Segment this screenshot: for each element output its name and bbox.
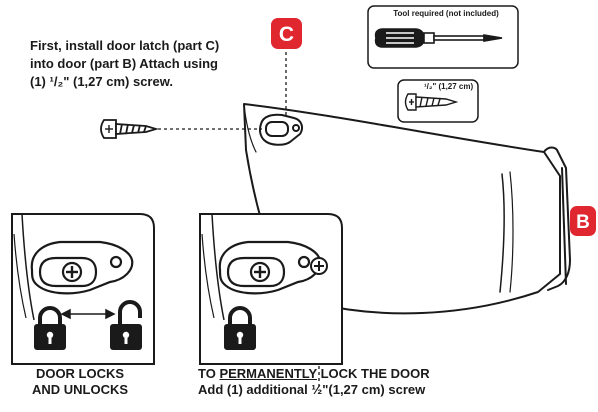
inset-permanent-lock <box>199 213 343 365</box>
part-b-label: B <box>576 212 590 233</box>
permanent-emphasis: PERMANENTLY <box>219 366 317 381</box>
part-c-label: C <box>279 23 294 46</box>
padlock-unlocked-icon <box>110 300 142 350</box>
lock-unlock-caption: DOOR LOCKS AND UNLOCKS <box>10 366 150 398</box>
screw-icon <box>100 119 160 139</box>
permanent-caption-line-2: Add (1) additional ½"(1,27 cm) screw <box>198 382 426 397</box>
part-b-badge: B <box>570 206 596 236</box>
additional-screw-icon <box>310 257 328 275</box>
lock-caption-line-2: AND UNLOCKS <box>31 382 129 397</box>
tool-required-box <box>367 5 519 69</box>
permanent-caption-line-1: TO PERMANENTLY LOCK THE DOOR <box>198 366 430 382</box>
permanent-suffix: LOCK THE DOOR <box>316 366 430 381</box>
permanent-prefix: TO <box>198 366 220 381</box>
inset-lock-unlock <box>11 213 155 365</box>
lock-caption-line-1: DOOR LOCKS <box>35 366 125 381</box>
padlock-locked-icon <box>224 306 256 350</box>
door-latch-installed <box>259 113 303 146</box>
screw-size-caption: ¹/₂" (1,27 cm) <box>424 82 474 91</box>
part-c-badge: C <box>271 18 302 49</box>
tool-required-caption: Tool required (not included) <box>393 9 499 18</box>
instruction-line-1: First, install door latch (part C) <box>30 38 220 53</box>
screw-spec-box <box>397 79 479 123</box>
toggle-arrow <box>60 308 116 320</box>
screwdriver-icon <box>374 28 503 48</box>
instruction-line-2: into door (part B) Attach using <box>30 56 218 71</box>
permanent-lock-caption: TO PERMANENTLY LOCK THE DOOR Add (1) add… <box>198 366 430 398</box>
instruction-line-3: (1) ¹/₂" (1,27 cm) screw. <box>30 74 173 89</box>
latch-closeup <box>30 240 134 295</box>
screw-icon <box>404 93 459 111</box>
install-instructions: First, install door latch (part C) into … <box>30 37 240 91</box>
padlock-locked-icon <box>34 306 66 350</box>
